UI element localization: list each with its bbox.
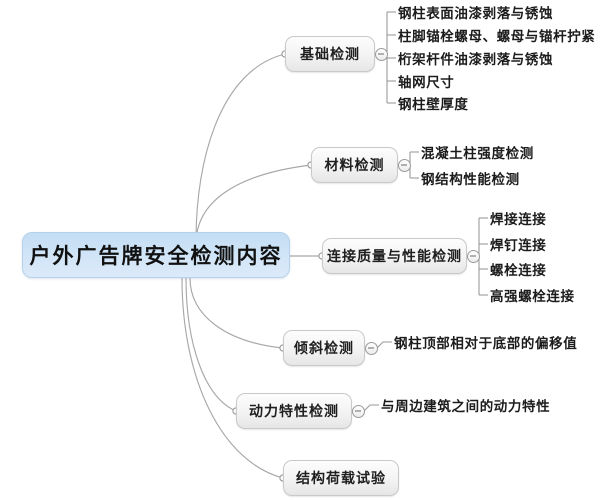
branch-node-connection-quality-label: 连接质量与性能检测 <box>327 249 462 265</box>
leaf-label[interactable]: 焊接连接 <box>490 212 547 228</box>
leaf-label[interactable]: 钢柱表面油漆剥落与锈蚀 <box>398 6 554 22</box>
minus-icon-branch-0[interactable] <box>374 47 388 61</box>
leaf-label[interactable]: 钢柱顶部相对于底部的偏移值 <box>394 336 578 352</box>
branch-node-basic-inspection-label: 基础检测 <box>300 47 360 63</box>
leaf-label[interactable]: 焊钉连接 <box>490 238 547 254</box>
branch-node-structural-load-test[interactable]: 结构荷载试验 <box>283 460 399 496</box>
minus-icon-branch-4[interactable] <box>351 404 365 418</box>
minus-icon-branch-1[interactable] <box>397 158 411 172</box>
branch-node-dynamic-property-label: 动力特性检测 <box>249 404 339 420</box>
leaf-label[interactable]: 螺栓连接 <box>490 263 547 279</box>
branch-node-dynamic-property[interactable]: 动力特性检测 <box>236 393 352 429</box>
branch-node-basic-inspection[interactable]: 基础检测 <box>285 36 375 72</box>
branch-node-structural-load-test-label: 结构荷载试验 <box>296 471 386 487</box>
leaf-label[interactable]: 高强螺栓连接 <box>490 289 575 305</box>
branch-node-tilt-inspection[interactable]: 倾斜检测 <box>283 330 365 366</box>
branch-node-connection-quality[interactable]: 连接质量与性能检测 <box>322 238 467 274</box>
connector-root-to-branch-0 <box>195 53 286 241</box>
branch-node-material-inspection-label: 材料检测 <box>324 158 385 174</box>
branch-node-material-inspection[interactable]: 材料检测 <box>311 147 398 183</box>
connector-root-to-branch-4 <box>185 277 237 412</box>
minus-icon-branch-3[interactable] <box>364 341 378 355</box>
minus-icon-branch-2[interactable] <box>466 249 480 263</box>
leaf-label[interactable]: 与周边建筑之间的动力特性 <box>381 399 551 415</box>
leaf-label[interactable]: 柱脚锚栓螺母、螺母与锚杆拧紧 <box>398 29 596 45</box>
root-node[interactable]: 户外广告牌安全检测内容 <box>22 232 290 278</box>
leaf-label[interactable]: 钢柱壁厚度 <box>398 97 469 113</box>
root-node-label: 户外广告牌安全检测内容 <box>29 244 283 268</box>
connector-root-to-branch-5 <box>181 277 284 479</box>
leaf-label[interactable]: 混凝土柱强度检测 <box>421 146 534 162</box>
leaf-label[interactable]: 钢结构性能检测 <box>421 172 520 188</box>
elbow-branch-4-leaf-0 <box>363 404 379 412</box>
branch-node-tilt-inspection-label: 倾斜检测 <box>294 341 354 357</box>
connector-root-to-branch-3 <box>189 277 284 349</box>
elbow-branch-3-leaf-0 <box>376 341 392 349</box>
leaf-label[interactable]: 桁架杆件油漆剥落与锈蚀 <box>398 52 554 68</box>
leaf-label[interactable]: 轴网尺寸 <box>398 75 455 91</box>
